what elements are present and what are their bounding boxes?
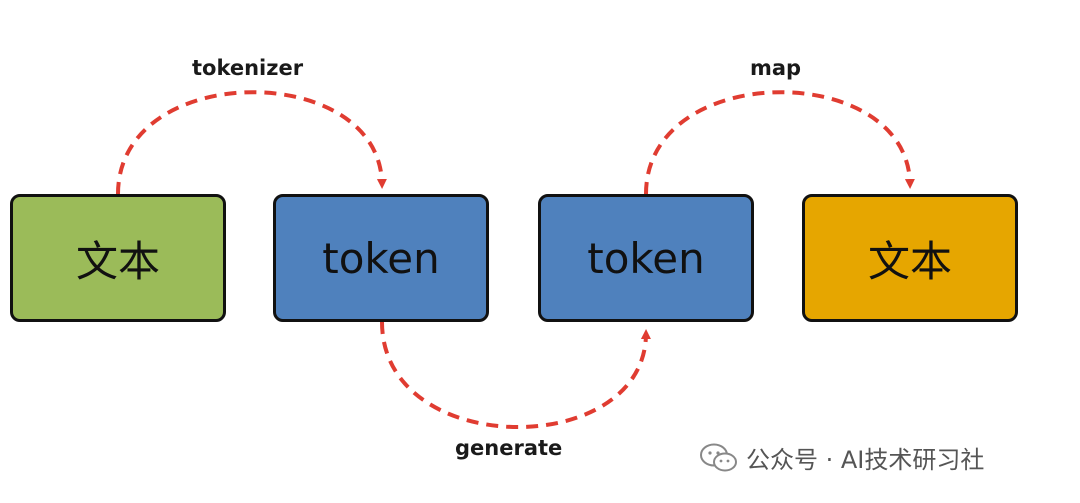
generate-label: generate — [455, 436, 563, 460]
text-output-node: 文本 — [802, 194, 1018, 322]
tokenizer-label: tokenizer — [192, 56, 304, 80]
wechat-icon — [700, 443, 737, 471]
node-label: 文本 — [75, 236, 160, 286]
generate-arrow — [380, 321, 651, 430]
node-label: 文本 — [867, 236, 952, 286]
text-input-node: 文本 — [10, 194, 226, 322]
map-arrow — [644, 90, 915, 195]
map-label: map — [750, 56, 802, 80]
tokenizer-arrow — [116, 90, 387, 195]
node-label: token — [587, 233, 705, 283]
watermark: 公众号 · AI技术研习社 — [700, 440, 984, 475]
watermark-text: 公众号 · AI技术研习社 — [746, 446, 985, 474]
token-node-2: token — [538, 194, 754, 322]
node-label: token — [322, 233, 440, 283]
token-node-1: token — [273, 194, 489, 322]
